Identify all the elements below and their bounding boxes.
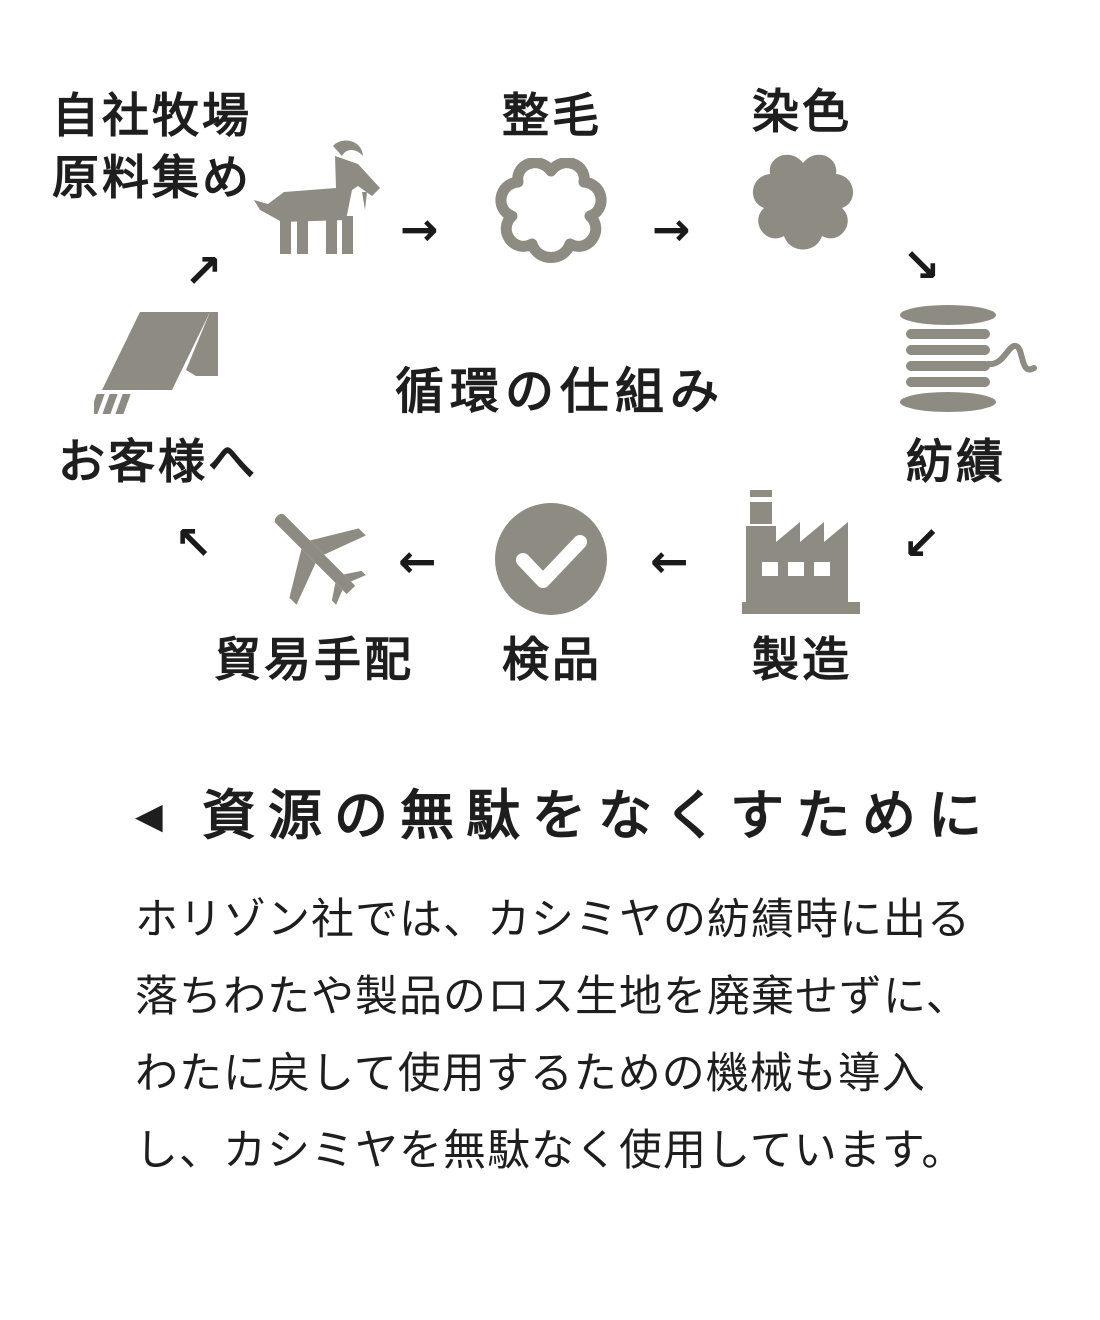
factory-icon (742, 490, 860, 614)
check-circle-icon (495, 503, 607, 615)
yarn-spool-icon (900, 305, 1037, 412)
cloud-filled-icon (752, 154, 854, 250)
step-label-ranch: 自社牧場 (52, 89, 252, 144)
arrow-combing-to-dyeing: → (652, 202, 691, 256)
section-marker-icon: ◀ (135, 796, 163, 837)
step-label-manufacturing: 製造 (752, 633, 852, 688)
arrow-spinning-to-manufacturing: ↙ (902, 516, 941, 570)
arrow-inspection-to-trade: ← (398, 534, 437, 588)
step-label-inspection: 検品 (502, 633, 602, 688)
section-heading: 資源の無駄をなくすために (202, 784, 994, 847)
diagram-center-title: 循環の仕組み (395, 362, 726, 420)
arrow-ranch-to-combing: → (400, 202, 439, 256)
scarf-icon (94, 312, 218, 414)
arrow-dyeing-to-spinning: ↘ (902, 238, 941, 292)
step-label-trade: 貿易手配 (214, 633, 414, 688)
step-label-ranch-line2: 原料集め (52, 151, 252, 206)
step-label-spinning: 紡績 (906, 435, 1006, 490)
airplane-icon (274, 513, 366, 605)
step-label-dyeing: 染色 (752, 85, 852, 140)
goat-icon (254, 140, 380, 254)
arrow-manufacturing-to-inspection: ← (650, 534, 689, 588)
arrow-customer-to-ranch: ↗ (184, 244, 223, 298)
step-label-combing: 整毛 (502, 89, 602, 144)
section-body-text: ホリゾン社では、カシミヤの紡績時に出る落ちわたや製品のロス生地を廃棄せずに、わた… (135, 895, 971, 1176)
step-label-customer: お客様へ (58, 435, 258, 490)
cloud-outline-icon (495, 158, 607, 263)
arrow-trade-to-customer: ↖ (174, 516, 213, 570)
